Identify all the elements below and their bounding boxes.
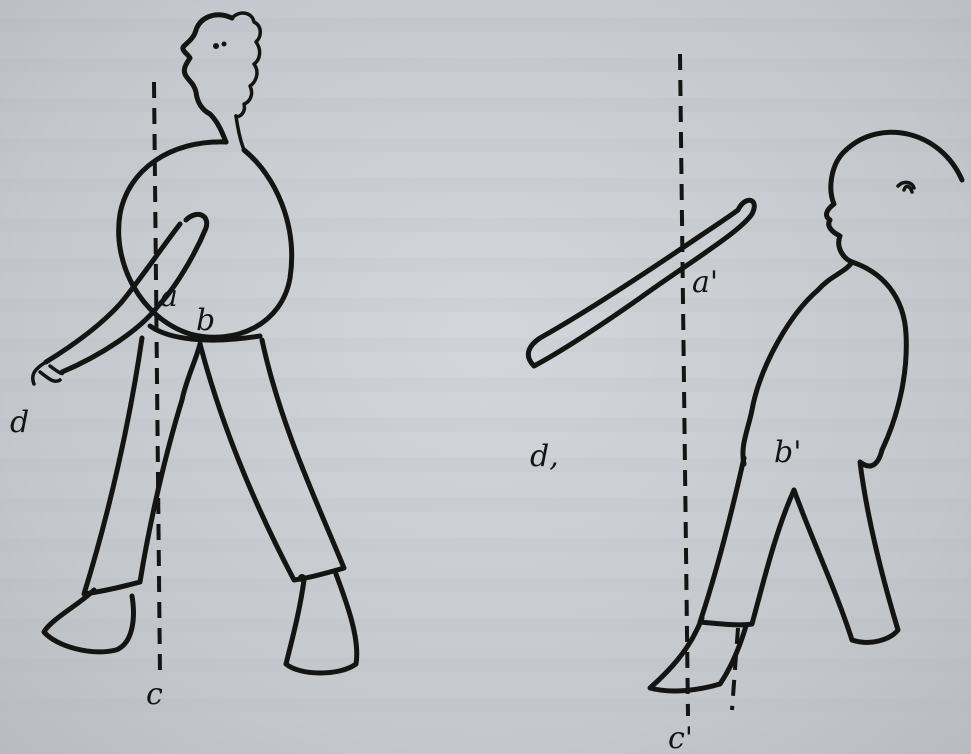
- background-text: [0, 18, 971, 712]
- left-head: [183, 15, 232, 142]
- label-a: a: [160, 279, 178, 314]
- label-c: c: [146, 677, 163, 712]
- label-b-prime: b': [774, 435, 801, 470]
- label-c-prime: c': [668, 721, 693, 754]
- label-a-prime: a': [692, 265, 718, 300]
- right-body: [743, 262, 906, 464]
- label-d1: d,: [530, 439, 559, 474]
- left-eye-2: [222, 42, 227, 47]
- label-d: d: [10, 405, 29, 440]
- left-button: [298, 574, 306, 582]
- left-eye: [213, 43, 219, 49]
- label-b: b: [196, 303, 215, 338]
- right-figure: [528, 132, 962, 691]
